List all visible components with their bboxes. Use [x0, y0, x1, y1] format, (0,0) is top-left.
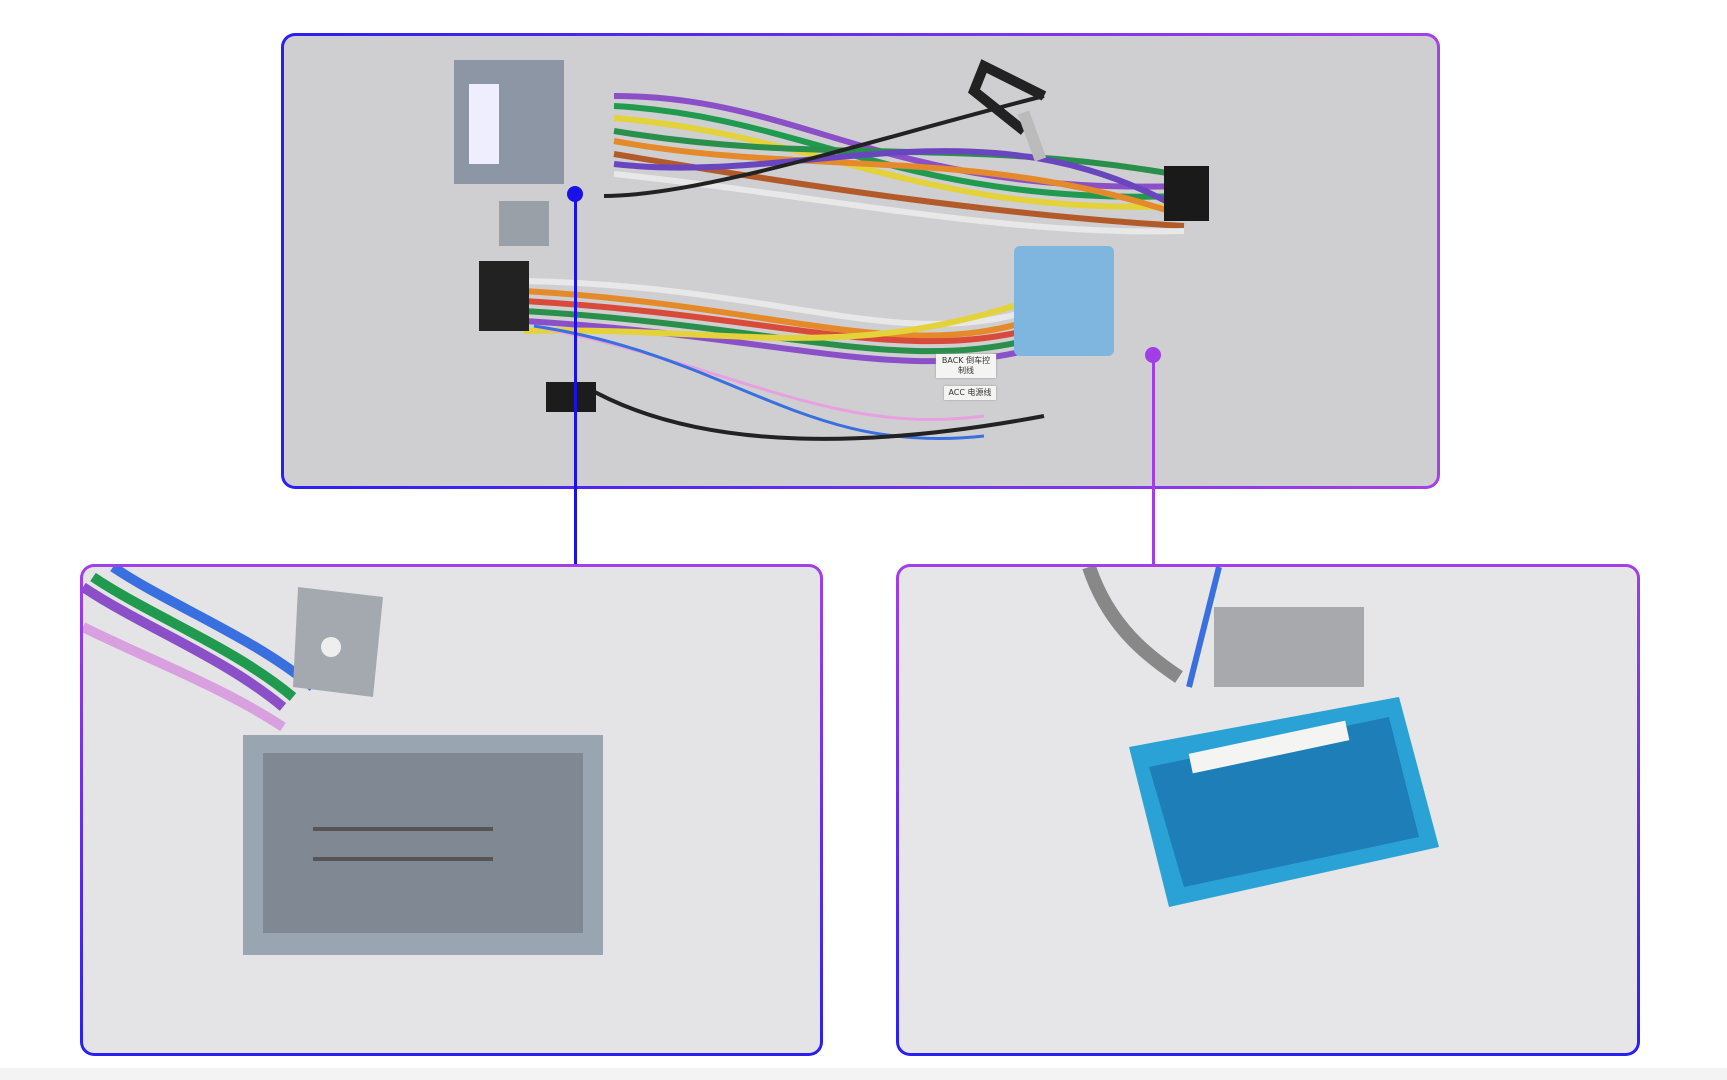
back-wire-tag: BACK 倒车控制线	[936, 354, 996, 378]
acc-wire-tag: ACC 电源线	[944, 386, 996, 400]
callout-dot-blue-connector	[1145, 347, 1161, 363]
antenna-plug-angled	[967, 59, 1047, 135]
antenna-plug-straight	[546, 382, 596, 412]
black-connector-bottom	[479, 261, 529, 331]
black-connector-top	[1164, 166, 1209, 221]
gray-connector-photo	[83, 567, 603, 955]
blue-connector-photo	[1082, 567, 1439, 907]
callout-line-blue-connector	[1152, 355, 1155, 564]
blue-connector	[1014, 246, 1114, 356]
gray-connector-closeup-panel	[80, 564, 823, 1056]
small-gray-connector	[499, 201, 549, 246]
wiring-harness-photo	[454, 59, 1209, 441]
upper-wires	[603, 93, 1186, 235]
callout-dot-gray-connector	[567, 186, 583, 202]
blue-connector-closeup-panel	[896, 564, 1640, 1056]
harness-overview-panel: BACK 倒车控制线 ACC 电源线	[281, 33, 1440, 489]
callout-line-gray-connector	[574, 194, 577, 564]
small-gray-plug	[1214, 607, 1364, 687]
page-bottom-strip	[0, 1068, 1727, 1080]
